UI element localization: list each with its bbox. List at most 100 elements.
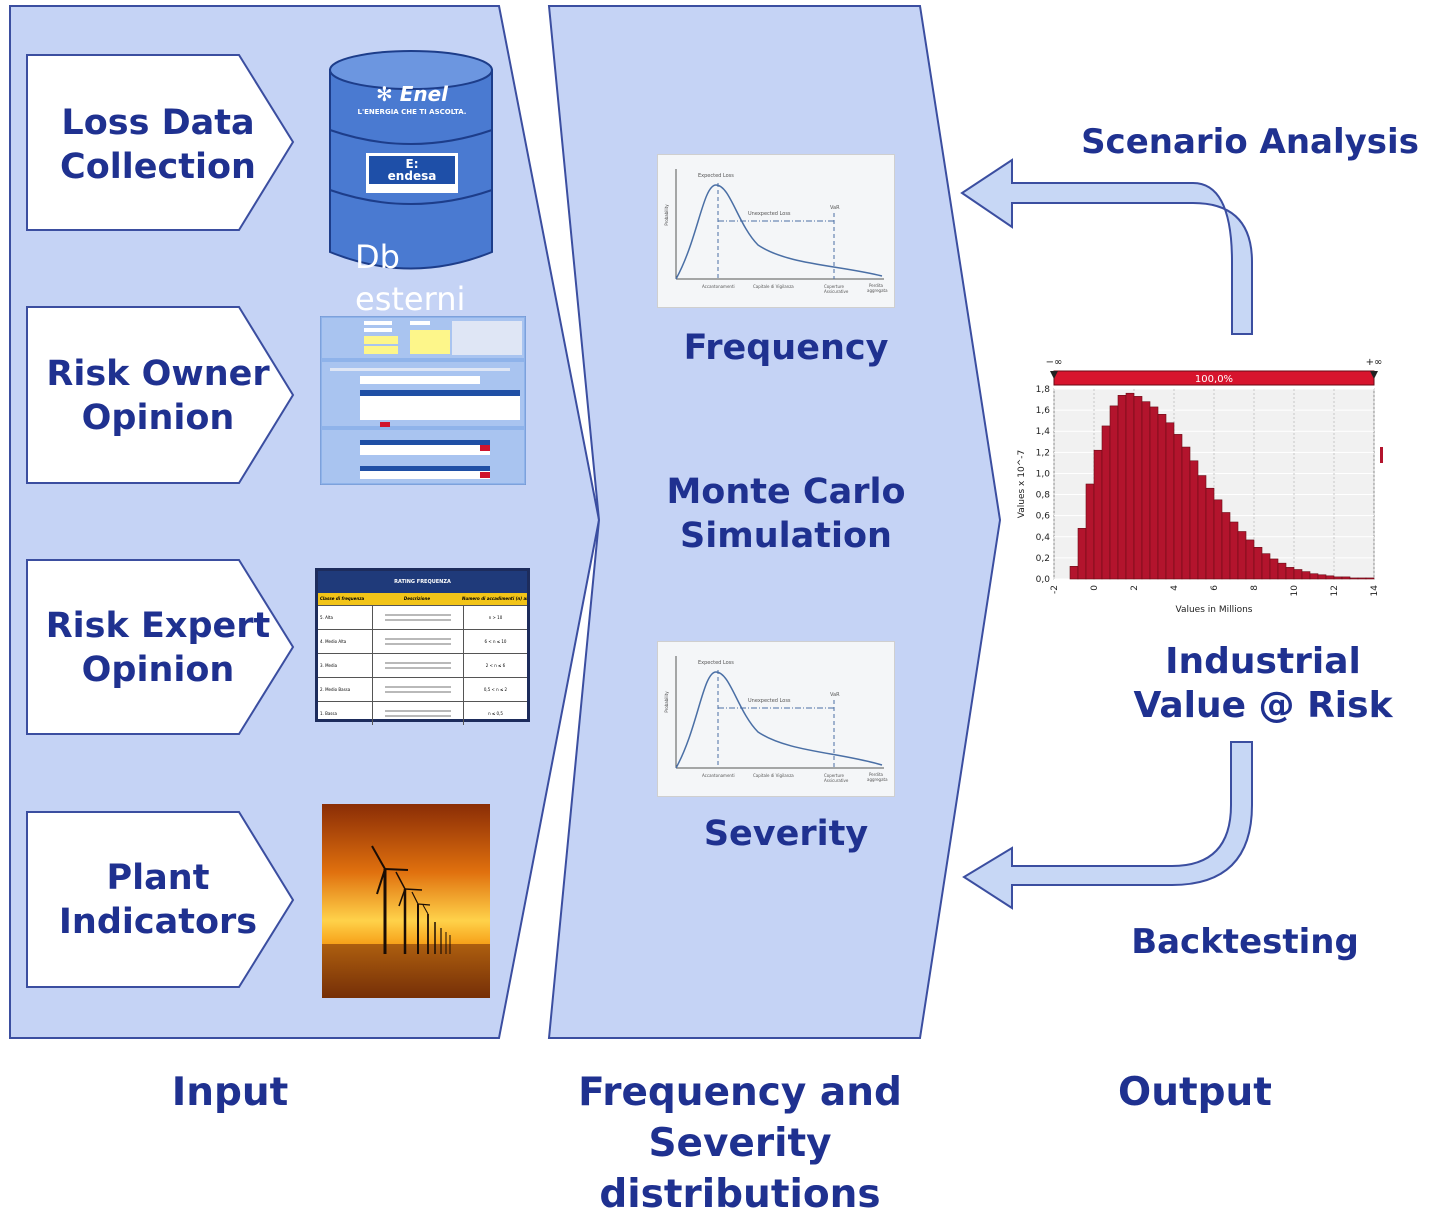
histogram-bar — [1301, 571, 1311, 580]
curve-background — [658, 155, 894, 307]
x-label-aggregata: aggregata — [867, 777, 888, 782]
database-cylinder — [329, 50, 493, 270]
histogram-edge-marker — [1380, 447, 1383, 463]
left-slider-marker — [1050, 371, 1058, 379]
y-tick-label: 0,2 — [1036, 554, 1050, 564]
histogram-bar — [1309, 573, 1319, 580]
db-caption: Db esterni — [355, 236, 495, 320]
x-label-assicurative: Assicurative — [824, 778, 849, 783]
enel-slogan: L'ENERGIA CHE TI ASCOLTA. — [357, 108, 467, 116]
x-tick-label: 6 — [1210, 585, 1220, 591]
histogram-bar — [1357, 577, 1367, 580]
rating-class-cell: 3. Media — [318, 654, 373, 677]
histogram-bar — [1269, 558, 1279, 580]
severity-label: Severity — [703, 814, 869, 854]
unexpected-loss-label: Unexpected Loss — [748, 211, 791, 217]
db-caption-line2: esterni — [355, 280, 466, 318]
rating-count-cell: 6 < n ≤ 10 — [484, 639, 507, 644]
monte-carlo-line2: Simulation — [680, 516, 892, 556]
input-item-line1: Plant — [106, 858, 210, 898]
x-tick-label: 14 — [1370, 585, 1380, 597]
rating-description-line — [385, 691, 451, 693]
histogram-bar — [1141, 401, 1151, 580]
input-box-3 — [26, 559, 295, 735]
x-tick-label: 10 — [1290, 585, 1300, 597]
rating-class-cell: 1. Bassa — [318, 702, 373, 725]
histogram-bar — [1213, 499, 1223, 580]
histogram-bar — [1245, 539, 1255, 580]
endesa-logo: E: endesa — [369, 158, 455, 184]
monte-carlo-line1: Monte Carlo — [666, 472, 906, 512]
questionnaire-thumbnail — [320, 316, 526, 485]
rating-description-cell — [373, 630, 464, 653]
x-tick-label: 8 — [1250, 585, 1260, 591]
rating-description-line — [385, 614, 451, 616]
expected-loss-label: Expected Loss — [698, 173, 734, 179]
input-item-plant-indicators: Plant Indicators — [36, 856, 280, 944]
loss-distribution-curve — [675, 671, 883, 769]
rating-description-line — [385, 619, 451, 621]
backtesting-arrow — [962, 741, 1253, 910]
right-slider-marker — [1370, 371, 1378, 379]
histogram-bar — [1189, 460, 1199, 580]
rating-count-cell: n ≤ 0,5 — [488, 711, 503, 716]
histogram-bar — [1085, 483, 1095, 580]
histogram-bar — [1237, 531, 1247, 580]
histogram-bar — [1069, 566, 1079, 580]
histogram-bar — [1277, 562, 1287, 580]
x-tick-label: 2 — [1130, 585, 1140, 591]
rating-description-cell — [373, 678, 464, 701]
rating-description-line — [385, 686, 451, 688]
histogram-bar — [1293, 569, 1303, 580]
histogram-bar — [1205, 487, 1215, 580]
curve-background — [658, 642, 894, 796]
histogram-bar — [1253, 547, 1263, 580]
y-tick-label: 0,4 — [1036, 533, 1051, 543]
histogram-bar — [1117, 395, 1127, 580]
histogram-bar — [1181, 446, 1191, 580]
x-label-capitale: Capitale di Vigilanza — [753, 284, 794, 289]
histogram-bar — [1101, 425, 1111, 580]
rating-description-line — [385, 710, 451, 712]
histogram-band-label: 100,0% — [1195, 374, 1233, 385]
input-title: Input — [171, 1070, 289, 1115]
histogram-bar — [1221, 512, 1231, 580]
x-tick-label: 0 — [1090, 585, 1100, 591]
input-item-line2: Indicators — [58, 902, 258, 942]
x-label-accantonamenti: Accantonamenti — [702, 773, 735, 778]
scenario-arrow — [960, 158, 1253, 335]
y-tick-label: 0,6 — [1036, 512, 1051, 522]
rating-table-row: 1. Bassa n ≤ 0,5 — [318, 701, 527, 725]
distributions-title-line3: distributions — [599, 1172, 881, 1217]
x-tick-label: 4 — [1170, 585, 1180, 591]
input-item-line1: Risk Owner — [46, 354, 270, 394]
endesa-logo-text: endesa — [387, 169, 437, 183]
histogram-xlabel: Values in Millions — [1176, 605, 1253, 615]
industrial-var-line2: Value @ Risk — [1133, 685, 1393, 726]
rating-description-line — [385, 667, 451, 669]
histogram-bar — [1341, 576, 1351, 580]
rating-description-line — [385, 662, 451, 664]
x-tick-label: -2 — [1050, 585, 1060, 594]
input-item-line2: Opinion — [81, 398, 235, 438]
y-tick-label: 0,0 — [1036, 575, 1051, 585]
histogram-bar — [1173, 434, 1183, 580]
loss-distribution-curve — [675, 184, 883, 280]
distributions-title-line1: Frequency and — [578, 1070, 902, 1115]
enel-logo-icon: ✻ — [375, 82, 400, 106]
rating-description-cell — [373, 654, 464, 677]
input-item-line2: Opinion — [81, 650, 235, 690]
histogram-svg: 100,0%−∞+∞0,00,20,40,60,81,01,21,41,61,8… — [1017, 357, 1383, 615]
y-tick-label: 1,0 — [1036, 469, 1051, 479]
histogram-ylabel: Values x 10^-7 — [1017, 450, 1027, 518]
x-tick-label: 12 — [1330, 585, 1340, 596]
right-infinity-label: +∞ — [1366, 357, 1383, 368]
input-box-1 — [26, 54, 295, 231]
left-infinity-label: −∞ — [1046, 357, 1063, 368]
input-item-risk-owner-opinion: Risk Owner Opinion — [36, 352, 280, 440]
